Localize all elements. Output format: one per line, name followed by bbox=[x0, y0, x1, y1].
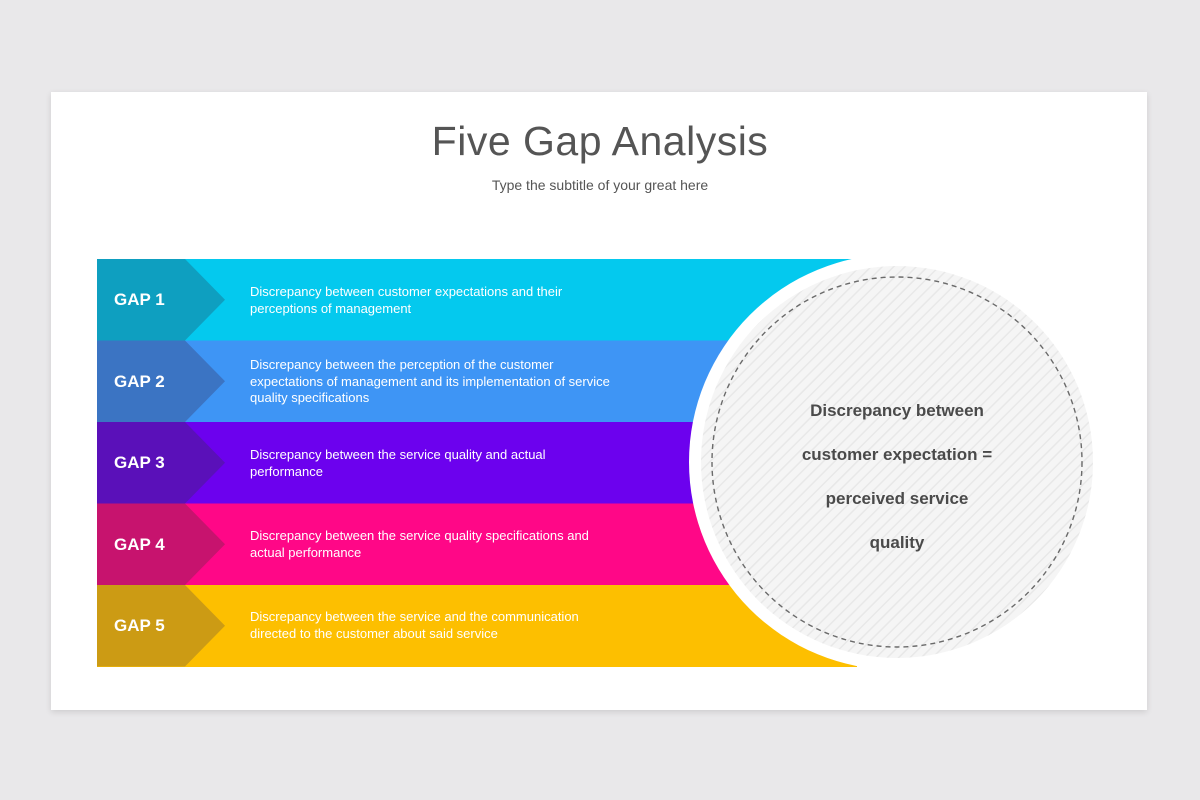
slide-title: Five Gap Analysis bbox=[431, 118, 769, 164]
gap-1-description: Discrepancy between customer expectation… bbox=[250, 284, 563, 316]
gap-2-description: Discrepancy between the perception of th… bbox=[250, 357, 610, 405]
gap-3-label: GAP 3 bbox=[114, 453, 165, 472]
circle-dashed-border bbox=[711, 276, 1083, 648]
gap-5-description: Discrepancy between the service and the … bbox=[250, 609, 579, 641]
gap-1-label: GAP 1 bbox=[114, 290, 165, 309]
gap-4-tab bbox=[97, 503, 225, 585]
gap-diagram: GAP 1 GAP 2 GAP 3 GAP 4 GAP 5 Discrepanc… bbox=[97, 254, 1105, 670]
gap-2-label: GAP 2 bbox=[114, 372, 165, 391]
gap-2-tab bbox=[97, 340, 225, 422]
circle-hatched-fill bbox=[701, 266, 1093, 658]
gap-5-label: GAP 5 bbox=[114, 616, 165, 635]
gap-3-tab bbox=[97, 422, 225, 504]
gap-5-tab bbox=[97, 585, 225, 667]
gap-4-label: GAP 4 bbox=[114, 535, 165, 554]
circle-center-text: Discrepancy between customer expectation… bbox=[801, 401, 993, 552]
slide-subtitle: Type the subtitle of your great here bbox=[491, 177, 709, 193]
gap-3-description: Discrepancy between the service quality … bbox=[250, 447, 546, 479]
gap-4-description: Discrepancy between the service quality … bbox=[250, 528, 589, 560]
gap-diagram-graphic bbox=[97, 254, 1105, 670]
gap-1-tab bbox=[97, 259, 225, 341]
